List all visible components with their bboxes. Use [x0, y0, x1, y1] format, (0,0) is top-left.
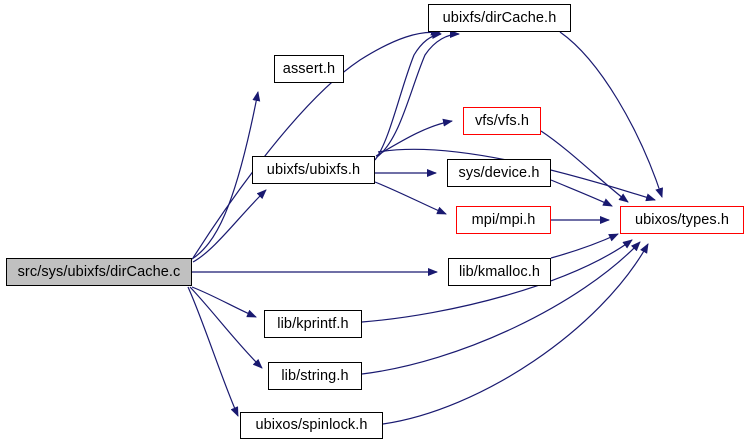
graph-node-lib-string-h[interactable]: lib/string.h — [268, 362, 362, 390]
graph-edge — [191, 91, 261, 260]
node-label: ubixos/spinlock.h — [255, 417, 368, 434]
graph-edge — [374, 181, 447, 215]
node-label: ubixfs/dirCache.h — [442, 9, 557, 26]
node-label: lib/kprintf.h — [277, 315, 349, 332]
graph-node-vfs-vfs-h[interactable]: vfs/vfs.h — [463, 107, 541, 135]
graph-edge — [187, 286, 239, 417]
graph-edge — [376, 30, 460, 158]
graph-edge — [361, 239, 633, 323]
graph-node-ubixfs-ubixfs-h[interactable]: ubixfs/ubixfs.h — [252, 156, 375, 184]
graph-edge — [382, 243, 649, 425]
graph-edge — [192, 189, 267, 263]
graph-node-dircache-c[interactable]: src/sys/ubixfs/dirCache.c — [6, 258, 192, 286]
node-label: ubixfs/ubixfs.h — [266, 161, 361, 178]
graph-edge — [559, 31, 663, 198]
graph-node-sys-device-h[interactable]: sys/device.h — [447, 159, 551, 187]
node-label: assert.h — [282, 60, 336, 77]
graph-node-lib-kmalloc-h[interactable]: lib/kmalloc.h — [448, 258, 551, 286]
node-label: src/sys/ubixfs/dirCache.c — [17, 263, 181, 280]
graph-node-ubixfs-dircache-h[interactable]: ubixfs/dirCache.h — [428, 4, 571, 32]
graph-node-mpi-mpi-h[interactable]: mpi/mpi.h — [456, 206, 551, 234]
graph-edge — [191, 286, 257, 318]
graph-node-assert-h[interactable]: assert.h — [274, 55, 344, 83]
graph-edge — [540, 130, 629, 203]
node-label: vfs/vfs.h — [474, 112, 530, 129]
graph-node-ubixos-spinlock-h[interactable]: ubixos/spinlock.h — [240, 412, 383, 439]
graph-node-ubixos-types-h[interactable]: ubixos/types.h — [620, 206, 744, 234]
graph-edge — [374, 31, 442, 161]
graph-edge — [550, 233, 619, 259]
graph-edge — [189, 286, 263, 369]
graph-edge — [550, 179, 613, 207]
graph-node-lib-kprintf-h[interactable]: lib/kprintf.h — [264, 310, 362, 338]
node-label: lib/string.h — [281, 367, 349, 384]
node-label: ubixos/types.h — [634, 211, 730, 228]
node-label: sys/device.h — [458, 164, 540, 181]
graph-edge — [361, 241, 641, 375]
node-label: lib/kmalloc.h — [458, 263, 541, 280]
node-label: mpi/mpi.h — [471, 211, 536, 228]
